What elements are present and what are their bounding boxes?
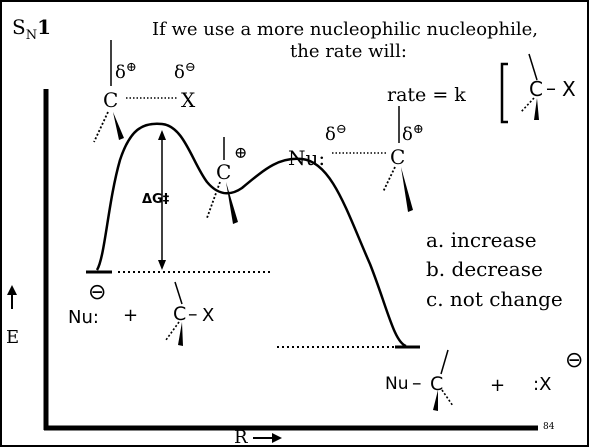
bracket-bond: –: [546, 76, 556, 100]
choice-b-letter: b.: [426, 257, 446, 281]
reactant-bond: –: [188, 303, 198, 325]
ts2-delta-pos-sign: ⊕: [412, 122, 424, 137]
product-bond-hash: [441, 389, 454, 407]
question-line-2: the rate will:: [290, 41, 407, 62]
product-nucleophile: Nu: [385, 374, 409, 394]
choice-c-text: not change: [449, 287, 563, 311]
ts1-bond-hash: [93, 111, 109, 143]
choice-b: b. decrease: [426, 259, 543, 279]
ts2-delta-pos: δ⊕: [402, 122, 424, 145]
product-plus: +: [490, 375, 506, 396]
question-line-1: If we use a more nucleophilic nucleophil…: [152, 19, 539, 40]
ts1-delta-neg-sign: ⊖: [184, 60, 196, 75]
reactant-bond-wedge: [178, 322, 183, 346]
reaction-arrow-head: [272, 433, 282, 443]
ts2-nucleophile: Nu:: [288, 146, 326, 170]
bracket-leaving-group: X: [562, 77, 576, 101]
choice-c-letter: c.: [426, 287, 444, 311]
ts1-delta-pos: δ⊕: [115, 60, 137, 83]
intermediate-carbon: C: [216, 160, 232, 184]
slide-number: 84: [543, 422, 555, 432]
ts2-delta-neg-sign: ⊖: [335, 122, 347, 137]
mechanism-heading: SN1: [12, 17, 51, 42]
ts1-bond-wedge: [113, 112, 124, 140]
heading-sub: N: [25, 28, 38, 43]
choice-c: c. not change: [426, 289, 563, 309]
reactant-nucleophile: Nu:: [68, 307, 99, 328]
reactant-plus: +: [123, 305, 139, 326]
reactant-carbon: C: [173, 303, 187, 325]
choice-a-text: increase: [450, 228, 537, 252]
y-axis-label: E: [6, 327, 20, 348]
ts2-carbon: C: [390, 145, 406, 169]
product-leaving-charge: ⊖: [565, 348, 584, 373]
energy-arrow-head: [7, 285, 17, 295]
bracket-bond-up: [528, 53, 538, 81]
product-bond-up: [440, 349, 449, 375]
activation-arrow-head-top: [158, 130, 166, 140]
ts2-delta-neg: δ⊖: [325, 122, 347, 145]
ts1-delta-pos-sign: ⊕: [125, 60, 137, 75]
intermediate-bond-wedge: [226, 182, 238, 224]
bracket-bond-wedge: [534, 98, 539, 120]
activation-energy-label: ΔG‡: [142, 192, 170, 207]
ts1-leaving-group: X: [181, 88, 196, 112]
reactant-leaving-group: X: [202, 305, 215, 326]
product-leaving-group: :X: [533, 374, 552, 395]
bracket-bond-hash: [520, 97, 535, 113]
heading-main: S: [12, 15, 26, 39]
reactant-nucleophile-charge: ⊖: [88, 280, 107, 305]
reactant-bond-up: [174, 281, 183, 305]
rate-law: rate = k: [387, 84, 466, 106]
x-axis-label: R: [234, 427, 248, 447]
choice-a-letter: a.: [426, 228, 445, 252]
choice-b-text: decrease: [451, 257, 543, 281]
bracket-carbon: C: [529, 77, 543, 101]
product-carbon: C: [430, 373, 444, 395]
ts1-delta-neg: δ⊖: [174, 60, 196, 83]
energy-curve: [95, 122, 407, 348]
heading-number: 1: [37, 15, 51, 39]
ts2-bond-wedge: [401, 167, 413, 212]
ts1-carbon: C: [103, 88, 119, 112]
ts2-bond-hash: [382, 166, 396, 193]
choice-a: a. increase: [426, 230, 537, 250]
intermediate-charge: ⊕: [234, 143, 248, 162]
product-bond: –: [412, 372, 422, 394]
activation-arrow-head-bottom: [158, 260, 166, 270]
product-bond-wedge: [433, 390, 438, 411]
rate-bracket: [500, 62, 508, 124]
